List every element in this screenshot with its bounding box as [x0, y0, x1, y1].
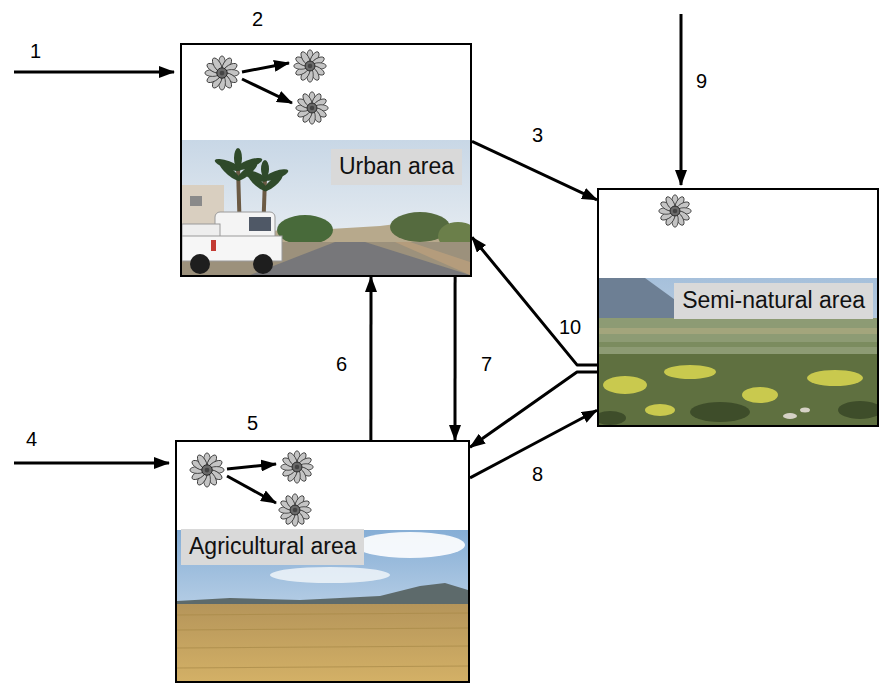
callout-number: 8: [532, 463, 543, 486]
semi-natural-photo: [599, 278, 877, 425]
dispersal-arrow: [472, 141, 597, 200]
callout-number: 10: [559, 316, 581, 339]
dispersal-arrow: [470, 372, 597, 447]
callout-number: 3: [532, 124, 543, 147]
flower-icon: [296, 92, 328, 124]
spread-arrow: [227, 464, 276, 469]
flower-icon: [190, 453, 224, 487]
agricultural-photo: [177, 530, 468, 681]
introduction-arrow: [680, 14, 683, 185]
area-label: Semi-natural area: [674, 283, 873, 319]
dispersal-arrow: [472, 237, 597, 365]
spread-arrow: [227, 476, 276, 503]
callout-number: 5: [247, 412, 258, 435]
callout-number: 9: [696, 70, 707, 93]
callout-number: 4: [26, 428, 37, 451]
area-box: Semi-natural area: [597, 188, 879, 427]
flower-icon: [205, 56, 239, 90]
flower-icon: [659, 195, 691, 227]
area-box: Urban area: [180, 43, 472, 277]
flower-icon: [294, 50, 326, 82]
introduction-arrow: [14, 71, 174, 74]
dispersal-arrow: [369, 277, 372, 440]
dispersal-arrow: [454, 277, 457, 440]
area-label: Urban area: [331, 149, 462, 185]
spread-arrow: [242, 79, 292, 103]
flower-icon: [281, 451, 313, 483]
callout-number: 7: [481, 353, 492, 376]
flower-icon: [279, 494, 311, 526]
callout-number: 6: [336, 353, 347, 376]
callout-number: 2: [252, 8, 263, 31]
area-label: Agricultural area: [181, 529, 364, 565]
introduction-arrow: [14, 462, 169, 465]
spread-arrow: [242, 63, 289, 72]
callout-number: 1: [30, 40, 41, 63]
urban-photo: [182, 140, 470, 275]
area-box: Agricultural area: [175, 440, 470, 683]
